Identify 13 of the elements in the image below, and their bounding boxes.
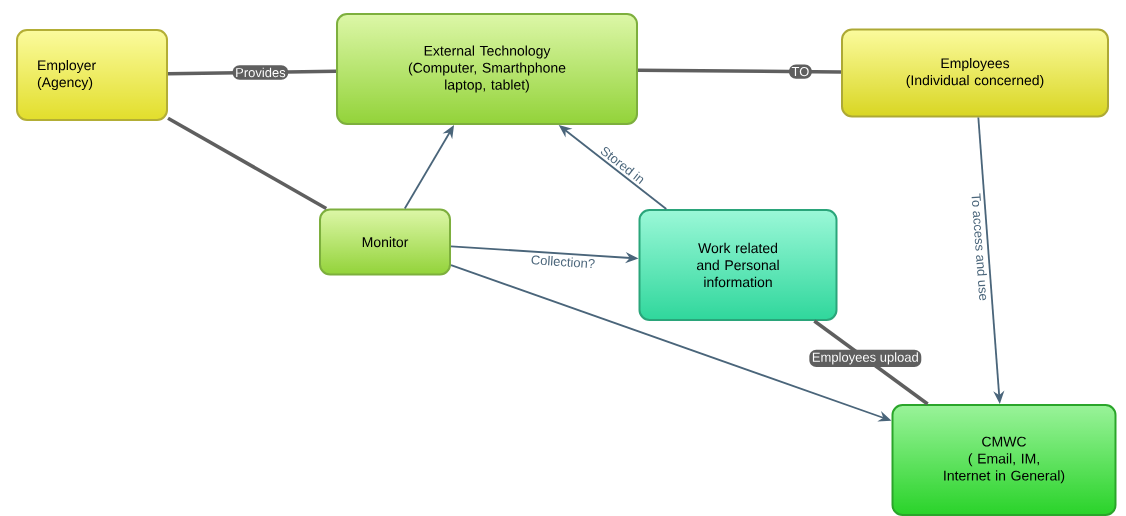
edge-label: Collection? — [531, 255, 595, 269]
edge-label: Provides — [232, 65, 289, 80]
edge-label: Employees upload — [809, 349, 922, 367]
concept-box: Employees (Individual concerned) — [841, 28, 1109, 118]
concept-box: CMWC ( Email, IM, Internet in General) — [891, 404, 1117, 516]
edge-label: To access and use — [971, 193, 987, 301]
concept-box: Monitor — [319, 208, 451, 276]
concept-box: Employer (Agency) — [16, 29, 168, 121]
concept-box: External Technology (Computer, Smarthphone laptop, tablet) — [336, 13, 638, 125]
concept-box: Work related and Personal information — [638, 209, 838, 321]
connector-line — [167, 116, 328, 210]
connector-line — [638, 68, 841, 74]
edge-label: TO — [789, 64, 812, 79]
